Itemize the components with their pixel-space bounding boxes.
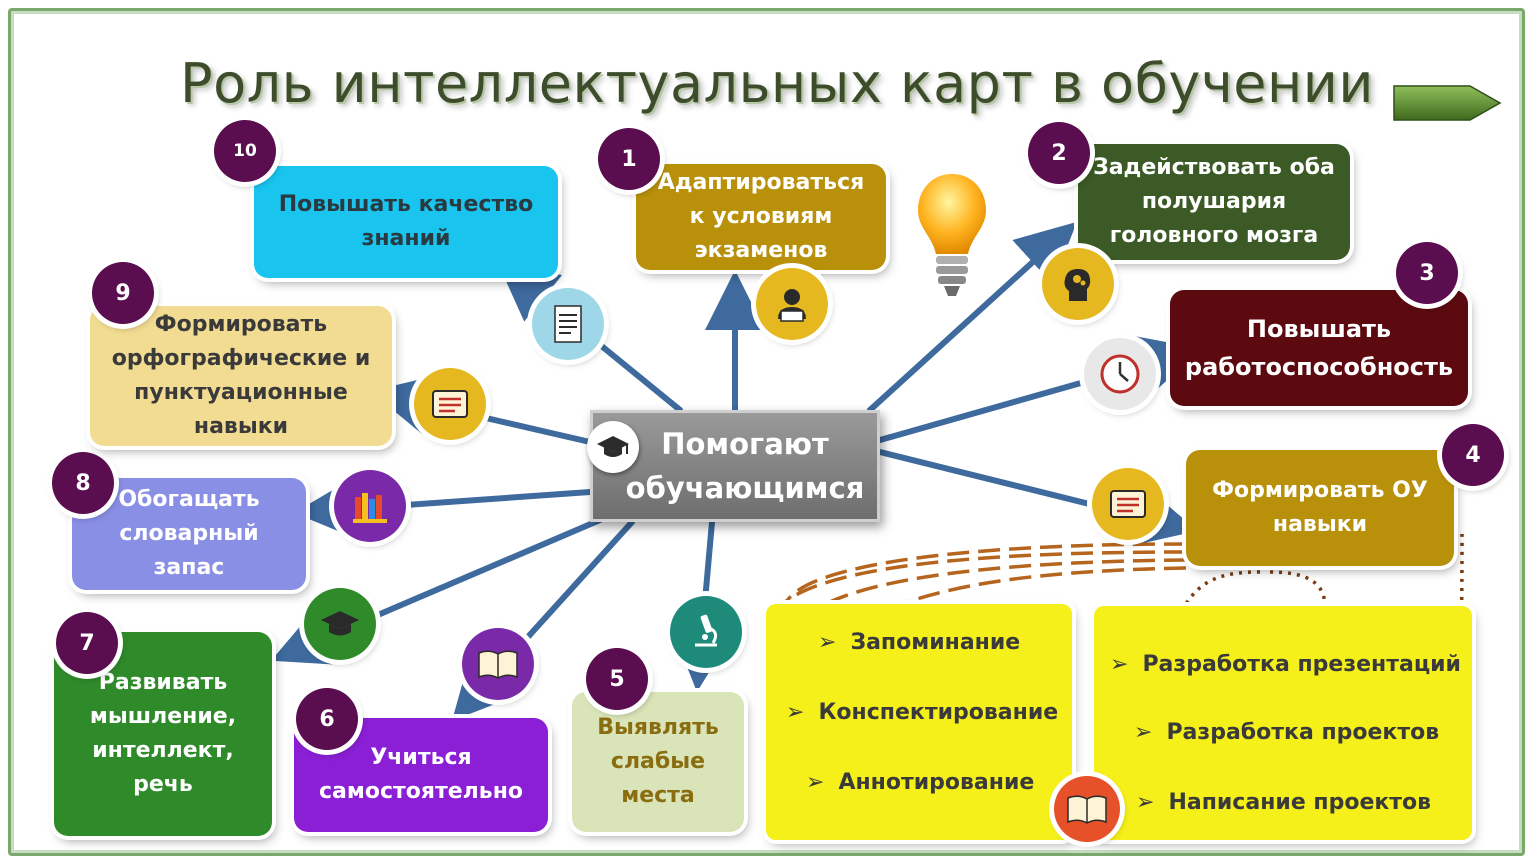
test-sheet-icon — [532, 288, 604, 360]
node-5-badge: 5 — [586, 648, 648, 710]
node-6-badge: 6 — [296, 688, 358, 750]
bullet-arrow-icon: ➢ — [806, 770, 825, 795]
node-5-line: места — [621, 783, 695, 808]
next-arrow-icon[interactable] — [1392, 80, 1502, 126]
node-7-line: мышление, — [89, 704, 237, 729]
node-9-line: навыки — [193, 414, 289, 439]
node-3-line: работоспособность — [1184, 353, 1454, 381]
list-left — [766, 604, 1072, 840]
bullet-arrow-icon: ➢ — [1110, 652, 1129, 677]
node-8-line: Обогащать — [118, 487, 260, 512]
node-7-line: речь — [133, 772, 193, 797]
node-10-box[interactable]: Повышать качество знаний — [254, 166, 558, 278]
node-10-line: Повышать качество — [278, 192, 534, 217]
node-7-badge: 7 — [56, 612, 118, 674]
bullet-arrow-icon: ➢ — [1134, 720, 1153, 745]
node-2-badge: 2 — [1028, 122, 1090, 184]
node-9-line: Формировать — [154, 312, 328, 337]
node-1-box[interactable]: Адаптироваться к условиям экзаменов — [636, 164, 886, 270]
node-8-box[interactable]: Обогащать словарный запас — [72, 478, 306, 590]
node-1-line: экзаменов — [694, 238, 828, 263]
node-5-box[interactable]: Выявлять слабые места — [572, 692, 744, 832]
list-left-item: ➢Запоминание — [818, 630, 1021, 655]
center-label-line1: Помогают — [661, 427, 829, 461]
node-7-line: Развивать — [98, 670, 228, 695]
microscope-icon — [670, 596, 742, 668]
node-3-line: Повышать — [1246, 315, 1392, 343]
center-node[interactable]: Помогают обучающимся — [587, 410, 880, 522]
node-7-line: интеллект, — [92, 738, 234, 763]
list-right-item: ➢Разработка презентаций — [1110, 652, 1461, 677]
node-10-badge: 10 — [214, 120, 276, 182]
checklist-icon — [414, 368, 486, 440]
clock-icon — [1084, 338, 1156, 410]
node-5-line: слабые — [610, 749, 706, 774]
graduation-cap-icon — [587, 421, 639, 473]
node-2-line: Задействовать оба — [1093, 155, 1335, 180]
node-4-box[interactable]: Формировать ОУ навыки — [1186, 450, 1454, 566]
node-10-line: знаний — [361, 226, 451, 251]
books-icon — [334, 470, 406, 542]
node-6-line: Учиться — [370, 745, 472, 770]
node-5-line: Выявлять — [597, 715, 719, 740]
node-2-line: головного мозга — [1109, 223, 1319, 248]
person-laptop-icon — [756, 268, 828, 340]
node-4-line: Формировать ОУ — [1212, 478, 1428, 503]
list-right-item: ➢Разработка проектов — [1134, 720, 1440, 745]
open-book-icon — [462, 628, 534, 700]
node-2-box[interactable]: Задействовать оба полушария головного мозг… — [1078, 144, 1350, 260]
node-3-badge: 3 — [1396, 242, 1458, 304]
list-right-item: ➢Написание проектов — [1136, 790, 1432, 815]
slide-title: Роль интеллектуальных карт в обучении — [180, 52, 1374, 115]
bullet-arrow-icon: ➢ — [1136, 790, 1155, 815]
slide-frame — [8, 8, 1525, 856]
list-left-item: ➢Конспектирование — [786, 700, 1059, 725]
node-8-line: запас — [153, 555, 225, 580]
node-6-line: самостоятельно — [318, 779, 524, 804]
node-4-badge: 4 — [1442, 424, 1504, 486]
center-label-line2: обучающимся — [625, 471, 865, 505]
node-3-box[interactable]: Повышать работоспособность — [1170, 290, 1468, 406]
node-9-box[interactable]: Формировать орфографические и пунктуационн… — [90, 306, 392, 446]
node-1-line: Адаптироваться — [657, 170, 865, 195]
node-1-badge: 1 — [598, 128, 660, 190]
list-left-item: ➢Аннотирование — [806, 770, 1035, 795]
node-8-badge: 8 — [52, 452, 114, 514]
checklist-icon — [1092, 468, 1164, 540]
node-8-line: словарный — [119, 521, 259, 546]
bullet-arrow-icon: ➢ — [786, 700, 805, 725]
connector-2 — [867, 221, 1077, 413]
node-2-line: полушария — [1141, 189, 1287, 214]
node-9-badge: 9 — [92, 262, 154, 324]
head-gears-icon — [1042, 248, 1114, 320]
node-9-line: пунктуационные — [134, 380, 348, 405]
node-4-line: навыки — [1272, 512, 1368, 537]
node-1-line: к условиям — [689, 204, 833, 229]
open-book-icon — [1054, 776, 1120, 842]
bullet-arrow-icon: ➢ — [818, 630, 837, 655]
lightbulb-icon — [918, 174, 986, 296]
list-right — [1094, 606, 1472, 840]
graduation-hat-icon — [304, 588, 376, 660]
node-9-line: орфографические и — [111, 346, 371, 371]
